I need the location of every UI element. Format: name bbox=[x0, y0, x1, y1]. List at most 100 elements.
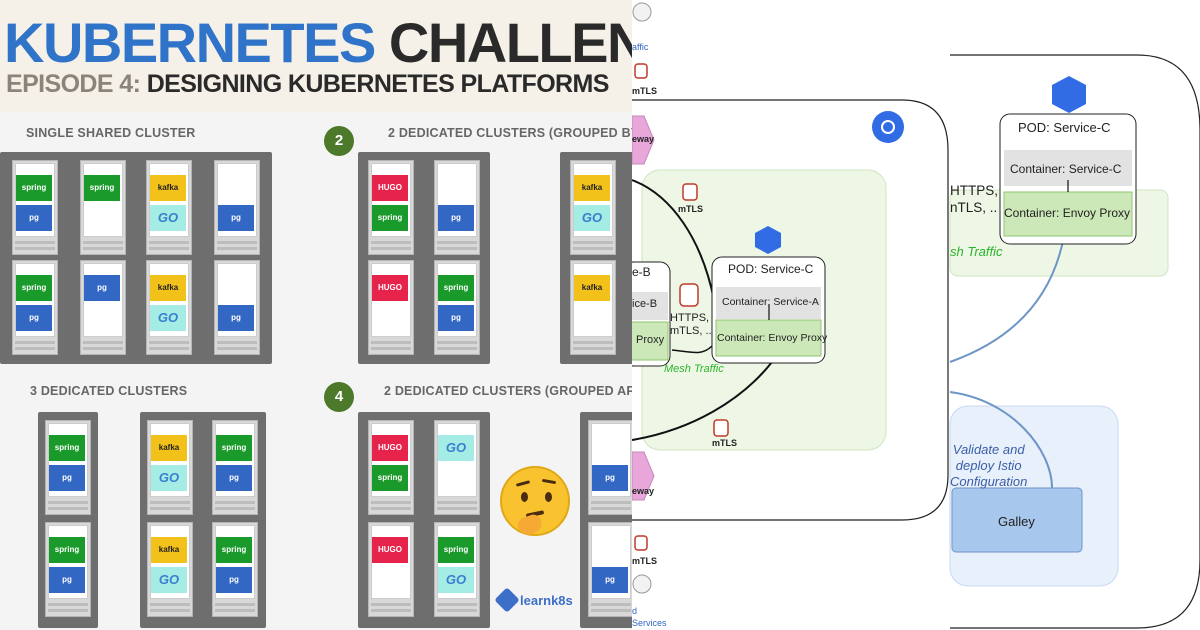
node: pg bbox=[588, 420, 632, 515]
pod-cube-icon bbox=[1052, 76, 1086, 113]
spring-app: spring bbox=[216, 537, 252, 563]
mtls-shield-icon bbox=[634, 63, 648, 79]
node: kafka GO bbox=[146, 260, 192, 355]
postgres-app: pg bbox=[592, 465, 628, 491]
mesh-traffic-label: Mesh Traffic bbox=[664, 363, 724, 375]
container-envoy2-label: Container: Envoy Proxy bbox=[1004, 206, 1131, 220]
container-service-b-label: ice-B bbox=[632, 298, 658, 310]
node: pg bbox=[434, 160, 480, 255]
subtitle-episode: EPISODE 4: bbox=[6, 70, 141, 98]
istio-arrow-up bbox=[949, 235, 1065, 363]
kafka-app: kafka bbox=[151, 537, 187, 563]
postgres-app: pg bbox=[438, 305, 474, 331]
kafka-app: kafka bbox=[150, 275, 186, 301]
node: spring GO bbox=[434, 522, 480, 617]
node: spring pg bbox=[434, 260, 480, 355]
pod-service-b-title: e-B bbox=[632, 265, 651, 279]
node: GO bbox=[434, 420, 480, 515]
galley-label: Galley bbox=[998, 514, 1035, 529]
bottom-label-d: d bbox=[632, 606, 638, 616]
spring-app: spring bbox=[372, 465, 408, 491]
go-app: GO bbox=[151, 465, 187, 491]
services-label: Services bbox=[632, 618, 667, 628]
node: kafka GO bbox=[147, 420, 193, 515]
thinking-face-icon bbox=[500, 466, 570, 538]
postgres-app: pg bbox=[218, 205, 254, 231]
hugo-app: HUGO bbox=[372, 175, 408, 201]
kafka-app: kafka bbox=[574, 275, 610, 301]
istio-arrow-down bbox=[949, 391, 1053, 489]
learnk8s-logo-icon bbox=[494, 587, 520, 613]
pod-service-c-title: POD: Service-C bbox=[728, 262, 814, 276]
gateway-shape-top bbox=[632, 115, 655, 165]
node: spring pg bbox=[212, 420, 258, 515]
spring-app: spring bbox=[84, 175, 120, 201]
node: pg bbox=[214, 160, 260, 255]
node: HUGO spring bbox=[368, 420, 414, 515]
go-app: GO bbox=[151, 567, 187, 593]
spring-app: spring bbox=[16, 275, 52, 301]
infographic-panel: KUBERNETES CHALLENG EPISODE 4: DESIGNING… bbox=[0, 0, 632, 630]
cluster: kafka GO spring pg kafka GO spring pg bbox=[140, 412, 266, 628]
spring-app: spring bbox=[438, 275, 474, 301]
go-app: GO bbox=[150, 305, 186, 331]
node: spring pg bbox=[12, 260, 58, 355]
postgres-app: pg bbox=[84, 275, 120, 301]
cluster: spring pg spring kafka GO pg bbox=[0, 152, 272, 364]
quadrant-three-clusters: 3 DEDICATED CLUSTERS spring pg spring pg… bbox=[0, 376, 314, 630]
node: spring pg bbox=[45, 420, 91, 515]
title-challenge: CHALLENG bbox=[388, 11, 632, 74]
mtls-label: mTLS bbox=[678, 204, 704, 214]
node: pg bbox=[588, 522, 632, 617]
container-service-a-label: Container: Service-A bbox=[722, 296, 819, 308]
number-badge: 2 bbox=[324, 126, 354, 156]
node: HUGO bbox=[368, 260, 414, 355]
mtls-shield-icon bbox=[634, 535, 648, 551]
spring-app: spring bbox=[49, 435, 85, 461]
quadrant-two-clusters-grouped-app: 4 2 DEDICATED CLUSTERS (GROUPED APP T HU… bbox=[316, 376, 632, 630]
kafka-app: kafka bbox=[150, 175, 186, 201]
cluster-outline-right bbox=[950, 54, 1200, 629]
kafka-app: kafka bbox=[151, 435, 187, 461]
node: spring bbox=[80, 160, 126, 255]
diagram-canvas bbox=[632, 2, 1200, 629]
node: spring pg bbox=[212, 522, 258, 617]
infographic-subtitle: EPISODE 4: DESIGNING KUBERNETES PLATFORM… bbox=[6, 70, 609, 99]
postgres-app: pg bbox=[216, 465, 252, 491]
postgres-app: pg bbox=[218, 305, 254, 331]
container-service-b-box bbox=[632, 292, 668, 320]
mtls-shield-icon bbox=[713, 419, 729, 437]
spring-app: spring bbox=[216, 435, 252, 461]
kafka-app: kafka bbox=[574, 175, 610, 201]
spring-app: spring bbox=[49, 537, 85, 563]
hugo-app: HUGO bbox=[372, 435, 408, 461]
https-ntls-label: HTTPS, nTLS, .. bbox=[950, 183, 999, 215]
node: kafka bbox=[570, 260, 616, 355]
quadrant-label: SINGLE SHARED CLUSTER bbox=[26, 126, 196, 140]
go-app: GO bbox=[438, 435, 474, 461]
https-mtls-label: HTTPS, mTLS, .. bbox=[670, 312, 712, 337]
postgres-app: pg bbox=[16, 305, 52, 331]
traffic-arrow-mid bbox=[671, 345, 713, 354]
gateway-label: eway bbox=[632, 134, 655, 144]
spring-app: spring bbox=[372, 205, 408, 231]
node: kafka GO bbox=[146, 160, 192, 255]
quadrant-label: 3 DEDICATED CLUSTERS bbox=[30, 384, 188, 398]
container-envoy-box bbox=[715, 319, 822, 357]
cluster: spring pg spring pg bbox=[38, 412, 98, 628]
node: kafka GO bbox=[147, 522, 193, 617]
learnk8s-logo: learnk8s bbox=[494, 587, 573, 613]
number-badge: 4 bbox=[324, 382, 354, 412]
node: spring pg bbox=[12, 160, 58, 255]
services-icon bbox=[632, 574, 652, 594]
go-app: GO bbox=[574, 205, 610, 231]
quadrant-label: 2 DEDICATED CLUSTERS (GROUPED BY T bbox=[388, 126, 632, 140]
go-app: GO bbox=[150, 205, 186, 231]
cluster: HUGO spring pg HUGO spring pg bbox=[358, 152, 490, 364]
node: spring pg bbox=[45, 522, 91, 617]
postgres-app: pg bbox=[216, 567, 252, 593]
infographic-header: KUBERNETES CHALLENG EPISODE 4: DESIGNING… bbox=[0, 0, 632, 112]
container-service-b-proxy-label: Proxy bbox=[636, 334, 665, 346]
postgres-app: pg bbox=[438, 205, 474, 231]
cluster-outline-left bbox=[632, 99, 949, 521]
